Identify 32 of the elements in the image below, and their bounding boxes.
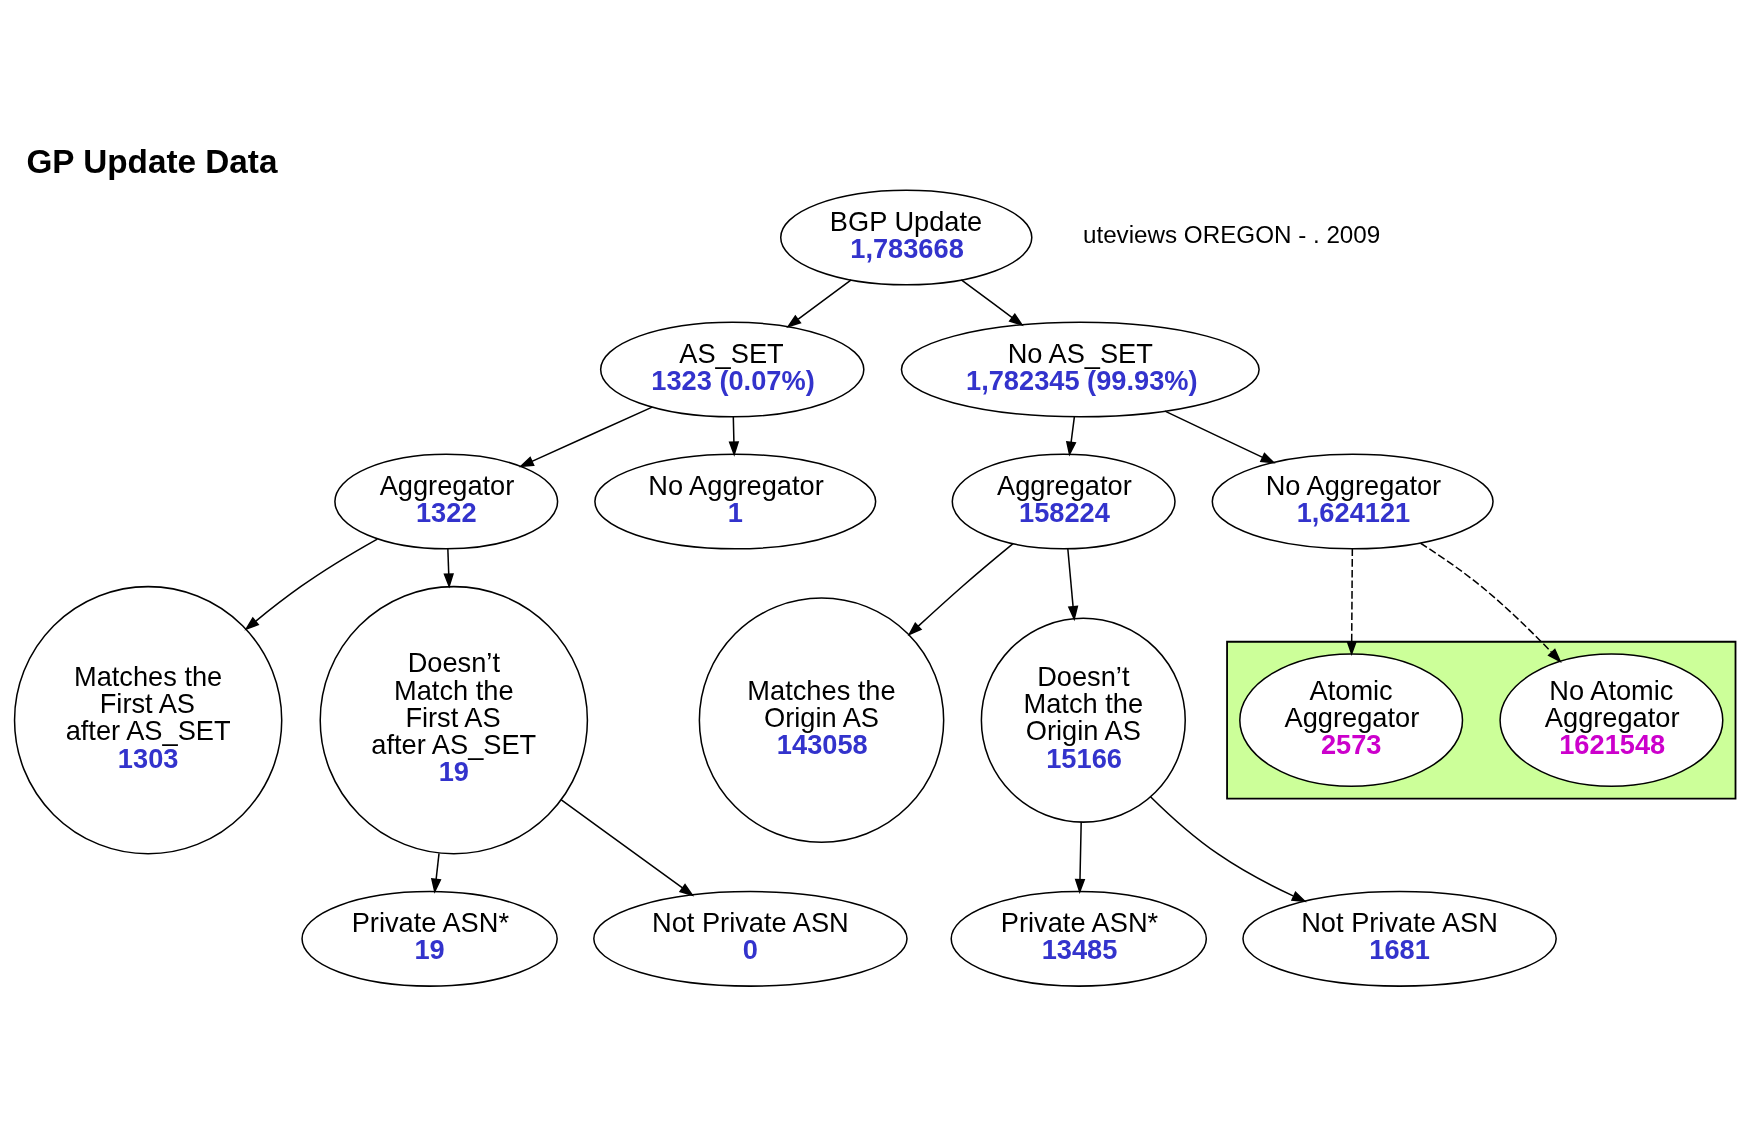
node-circle: Doesn’t Match the Origin AS 15166 — [980, 617, 1186, 823]
arrow — [1419, 542, 1562, 663]
node-ellipse: Not Private ASN 0 — [593, 890, 908, 987]
arrow — [443, 548, 454, 589]
node-ellipse: Private ASN* 19 — [301, 890, 558, 987]
arrow — [244, 538, 379, 631]
arrow — [907, 542, 1014, 637]
arrow — [1346, 548, 1357, 657]
label: uteviews OREGON - . 2009 — [1082, 221, 1381, 249]
arrow — [560, 799, 695, 897]
node-ellipse: Private ASN* 13485 — [950, 890, 1208, 987]
node-ellipse: Aggregator 158224 — [951, 453, 1176, 550]
node-ellipse: BGP Update 1,783668 — [779, 189, 1033, 286]
arrow — [1065, 416, 1077, 457]
node-ellipse: Atomic Aggregator 2573 — [1239, 653, 1464, 788]
node-circle: Doesn’t Match the First AS after AS_SET 19 — [319, 585, 589, 855]
arrow — [1164, 410, 1276, 464]
arrow — [430, 852, 442, 894]
node-ellipse: No AS_SET 1,782345 (99.93%) — [900, 321, 1260, 418]
node-ellipse: No Aggregator 1 — [594, 453, 877, 550]
arrow — [1149, 795, 1307, 903]
node-circle: Matches the First AS after AS_SET 1303 — [13, 585, 283, 855]
arrow — [518, 406, 653, 468]
node-ellipse: AS_SET 1323 (0.07%) — [599, 321, 865, 418]
arrow — [960, 279, 1024, 327]
arrow — [786, 279, 852, 328]
node-circle: Matches the Origin AS 143058 — [698, 597, 945, 844]
diagram-title: GP Update Data — [26, 143, 278, 181]
arrow — [1074, 821, 1086, 894]
arrow — [728, 416, 740, 457]
arrow — [1067, 548, 1079, 622]
node-ellipse: No Atomic Aggregator 1621548 — [1499, 653, 1724, 788]
